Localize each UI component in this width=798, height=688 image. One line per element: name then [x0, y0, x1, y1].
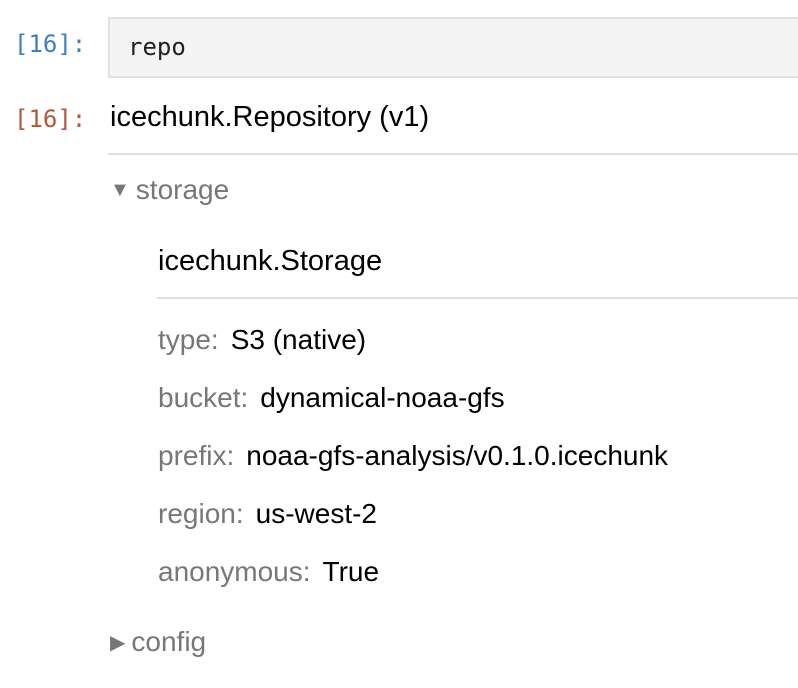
code-input-cell[interactable]: repo — [108, 17, 798, 78]
attr-value: True — [322, 556, 380, 587]
repository-title: icechunk.Repository (v1) — [110, 101, 430, 133]
attr-value: us-west-2 — [255, 498, 377, 529]
divider — [108, 153, 798, 155]
attr-key: prefix: — [158, 440, 235, 471]
input-prompt: [16]: — [14, 30, 87, 58]
output-prompt: [16]: — [14, 105, 87, 133]
code-text[interactable]: repo — [128, 33, 186, 61]
attr-value: noaa-gfs-analysis/v0.1.0.icechunk — [246, 440, 669, 471]
storage-section-toggle[interactable]: ▼ storage — [110, 174, 229, 206]
section-label-config[interactable]: config — [131, 626, 207, 657]
attr-region: region: us-west-2 — [158, 498, 377, 530]
attr-type: type: S3 (native) — [158, 324, 366, 356]
attr-prefix: prefix: noaa-gfs-analysis/v0.1.0.icechunk — [158, 440, 668, 472]
triangle-down-icon[interactable]: ▼ — [110, 178, 130, 201]
attr-bucket: bucket: dynamical-noaa-gfs — [158, 382, 505, 414]
attr-key: type: — [158, 324, 219, 355]
section-label-storage[interactable]: storage — [135, 174, 230, 205]
triangle-right-icon[interactable]: ▶ — [110, 631, 126, 654]
attr-value: dynamical-noaa-gfs — [260, 382, 505, 413]
attr-key: anonymous: — [158, 556, 311, 587]
config-section-toggle[interactable]: ▶ config — [110, 626, 206, 658]
attr-anonymous: anonymous: True — [158, 556, 379, 588]
attr-value: S3 (native) — [230, 324, 367, 355]
divider — [157, 297, 798, 299]
attr-key: region: — [158, 498, 244, 529]
attr-key: bucket: — [158, 382, 249, 413]
storage-title: icechunk.Storage — [158, 245, 383, 277]
